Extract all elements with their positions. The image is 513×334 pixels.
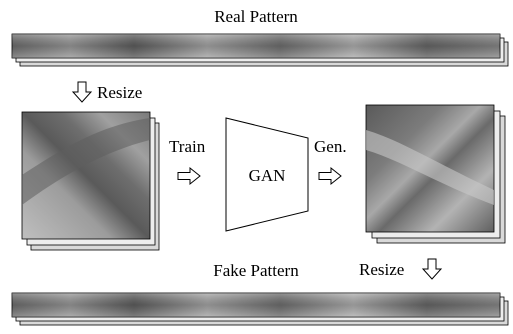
train-label: Train	[169, 137, 206, 156]
gen-arrow-icon	[318, 167, 342, 185]
resize-bottom-label: Resize	[359, 260, 404, 279]
resize-bottom-down-arrow-icon	[422, 258, 442, 280]
gan-block: GAN	[225, 117, 309, 232]
gan-label: GAN	[249, 166, 286, 185]
fake-pattern-title: Fake Pattern	[213, 261, 299, 280]
train-arrow-icon	[177, 167, 201, 185]
real-square-stack	[21, 111, 160, 251]
resize-top-label: Resize	[97, 83, 142, 102]
real-pattern-strip-stack	[11, 33, 509, 67]
generated-square-stack	[365, 104, 506, 244]
gen-label: Gen.	[314, 137, 347, 156]
resize-down-arrow-icon	[72, 81, 92, 103]
fake-pattern-strip-stack	[11, 292, 509, 326]
real-pattern-title: Real Pattern	[214, 7, 298, 26]
